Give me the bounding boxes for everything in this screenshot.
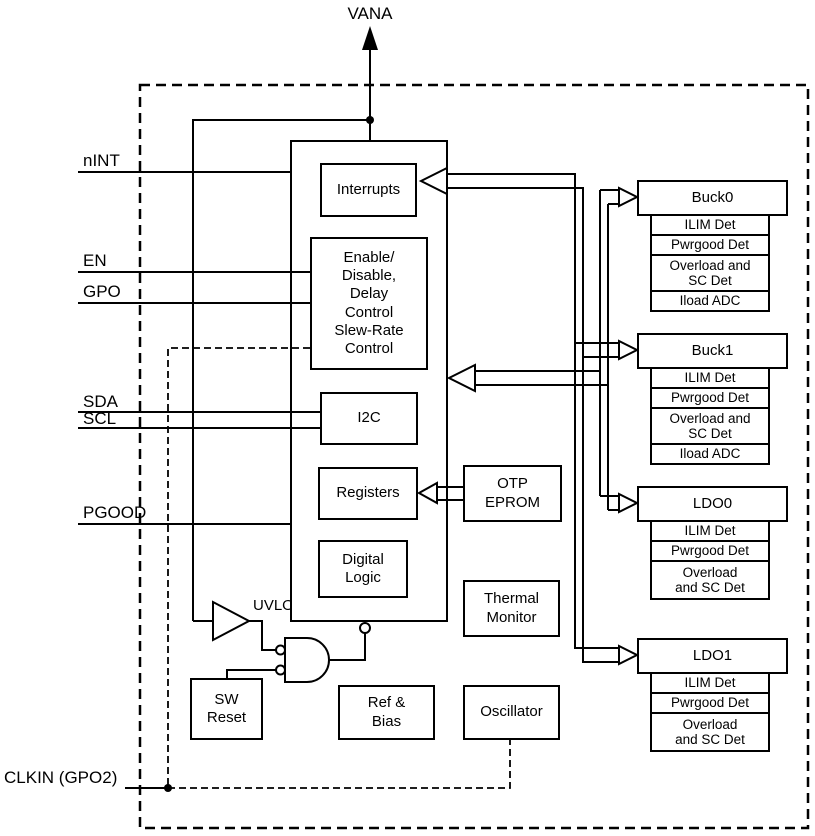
block-otp-eprom: OTP EPROM: [463, 465, 562, 522]
pin-label-clkin-gpo2: CLKIN (GPO2): [4, 768, 118, 787]
regulator-ldo1-ilim-det: ILIM Det: [650, 672, 770, 694]
regulator-ldo0-overload-sc-det: Overload and SC Det: [650, 560, 770, 600]
vana-junction-dot: [366, 116, 374, 124]
pin-label-en: EN: [83, 251, 107, 270]
pin-label-sda: SDA: [83, 392, 118, 411]
buck1-arrowhead: [618, 339, 640, 361]
block-oscillator: Oscillator: [463, 685, 560, 740]
block-ref-bias: Ref & Bias: [338, 685, 435, 740]
regulator-ldo1-title: LDO1: [637, 638, 788, 674]
control-bus-buck0-tap: [600, 189, 619, 205]
regulator-buck1-title: Buck1: [637, 333, 788, 369]
control-arrowhead: [446, 363, 476, 393]
ldo0-arrowhead: [618, 492, 640, 514]
regulator-buck1-ilim-det: ILIM Det: [650, 367, 770, 389]
control-bus-verticals: [599, 190, 609, 510]
pin-label-scl: SCL: [83, 409, 117, 428]
sw-reset-wire: [226, 669, 276, 678]
core-input-bubble: [359, 622, 371, 634]
clkin-junction-dot: [164, 784, 172, 792]
regulator-buck0-iload-adc: Iload ADC: [650, 290, 770, 312]
regulator-buck1-pwrgood-det: Pwrgood Det: [650, 387, 770, 409]
regulator-buck0-pwrgood-det: Pwrgood Det: [650, 234, 770, 256]
block-interrupts: Interrupts: [320, 163, 417, 217]
regulator-buck0-title: Buck0: [637, 180, 788, 216]
uvlo-buffer-icon: [212, 600, 252, 642]
regulator-ldo1-overload-sc-det: Overload and SC Det: [650, 712, 770, 752]
uvlo-output-wire: [249, 620, 276, 651]
block-i2c: I2C: [320, 392, 418, 445]
block-sw-reset: SW Reset: [190, 678, 263, 740]
regulator-buck1-overload-sc-det: Overload and SC Det: [650, 407, 770, 445]
status-bus-a-buck1-tap: [575, 342, 619, 358]
regulator-ldo1-pwrgood-det: Pwrgood Det: [650, 692, 770, 714]
regulator-buck0-overload-sc-det: Overload and SC Det: [650, 254, 770, 292]
regulator-ldo0-ilim-det: ILIM Det: [650, 520, 770, 542]
block-enable-control: Enable/ Disable, Delay Control Slew-Rate…: [310, 237, 428, 370]
pin-label-nint: nINT: [83, 151, 120, 170]
regulator-ldo0-title: LDO0: [637, 486, 788, 522]
pin-label-gpo: GPO: [83, 282, 121, 301]
control-bus-ldo0-tap: [600, 495, 619, 511]
and-gate-icon: [284, 637, 330, 683]
pin-label-pgood: PGOOD: [83, 503, 147, 522]
pin-label-vana: VANA: [347, 4, 393, 23]
block-registers: Registers: [318, 467, 418, 520]
vana-arrowhead: [362, 26, 378, 50]
gate-input-bubble-bottom: [275, 664, 286, 676]
regulator-ldo0-pwrgood-det: Pwrgood Det: [650, 540, 770, 562]
block-digital-logic: Digital Logic: [318, 540, 408, 598]
regulator-buck1-iload-adc: Iload ADC: [650, 443, 770, 465]
block-thermal-monitor: Thermal Monitor: [463, 580, 560, 637]
buck0-arrowhead: [618, 186, 640, 208]
uvlo-label: UVLO: [253, 597, 294, 614]
regulator-buck0-ilim-det: ILIM Det: [650, 214, 770, 236]
ldo1-arrowhead: [618, 644, 640, 666]
control-bus-shaft: [476, 370, 608, 386]
gate-input-bubble-top: [275, 644, 286, 656]
gate-output-wire: [329, 633, 366, 661]
